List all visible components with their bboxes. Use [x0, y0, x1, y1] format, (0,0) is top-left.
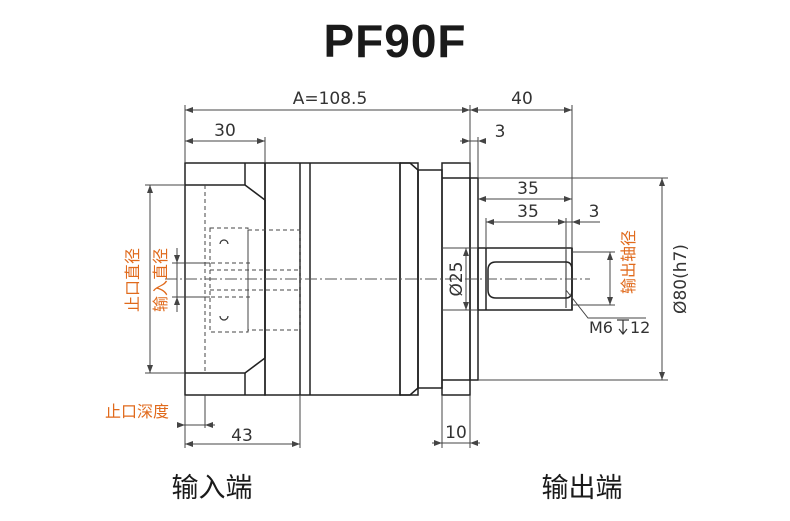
dim-a-length: A=108.5 — [293, 89, 368, 109]
label-output-shaft-dia: 输出轴径 — [619, 230, 638, 294]
label-spigot-dia: 止口直径 — [123, 248, 142, 312]
dimension-lines — [145, 105, 668, 448]
arrow-heads — [147, 107, 665, 447]
dim-flange-gap: 3 — [495, 122, 506, 142]
dim-input-depth: 30 — [214, 121, 236, 141]
dim-shaft-len-total: 35 — [517, 179, 539, 199]
dim-thread: M6 — [589, 318, 613, 337]
dim-output-length: 40 — [511, 89, 533, 109]
page-title: PF90F — [323, 15, 467, 67]
key — [487, 261, 573, 299]
dim-key-offset: 3 — [589, 202, 600, 222]
dim-thread-depth: 12 — [630, 318, 650, 337]
footer-output-end: 输出端 — [542, 473, 623, 504]
set-screw-icon — [219, 239, 229, 321]
dim-flange-thk: 10 — [445, 423, 467, 443]
depth-symbol-icon — [617, 319, 629, 335]
dim-key-len: 35 — [517, 202, 539, 222]
dim-input-len: 43 — [231, 426, 253, 446]
label-input-dia: 输入直径 — [151, 248, 170, 312]
footer-input-end: 输入端 — [172, 473, 253, 504]
dim-pilot-dia: Ø80(h7) — [671, 244, 691, 314]
label-spigot-depth: 止口深度 — [105, 402, 169, 421]
dim-shaft-dia: Ø25 — [447, 261, 467, 296]
